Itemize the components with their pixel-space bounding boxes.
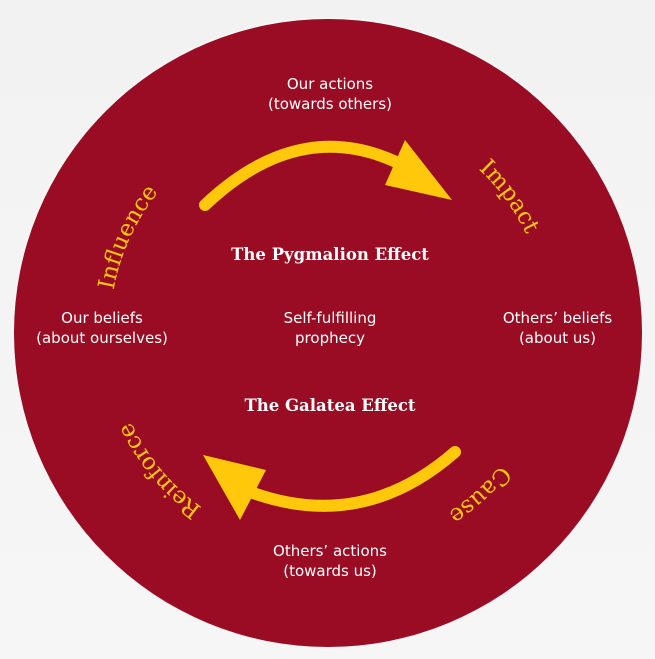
node-self-fulfilling-prophecy: Self-fulfilling prophecy [240, 308, 420, 348]
cycle-circle [14, 19, 642, 647]
node-our-beliefs: Our beliefs (about ourselves) [22, 308, 182, 348]
reinforce-label: Reinforce [113, 419, 206, 524]
top-arrow-head [385, 140, 452, 200]
node-others-actions-line1: Others’ actions [273, 542, 387, 560]
cause-label: Cause [445, 461, 516, 529]
node-center-line2: prophecy [295, 329, 365, 347]
node-others-actions-line2: (towards us) [283, 562, 377, 580]
galatea-effect-title: The Galatea Effect [244, 396, 416, 415]
influence-label: Influence [94, 180, 163, 292]
impact-label: Impact [474, 155, 544, 238]
bottom-arrow-shaft [239, 446, 461, 512]
node-others-actions: Others’ actions (towards us) [230, 541, 430, 581]
node-our-beliefs-line1: Our beliefs [61, 309, 143, 327]
pygmalion-effect-title: The Pygmalion Effect [231, 245, 429, 264]
node-our-actions: Our actions (towards others) [230, 74, 430, 114]
node-others-beliefs-line1: Others’ beliefs [502, 309, 613, 327]
top-arrow-shaft [199, 140, 418, 211]
node-our-beliefs-line2: (about ourselves) [36, 329, 168, 347]
node-others-beliefs-line2: (about us) [518, 329, 597, 347]
node-others-beliefs: Others’ beliefs (about us) [480, 308, 635, 348]
node-center-line1: Self-fulfilling [283, 309, 377, 327]
node-our-actions-line1: Our actions [286, 75, 374, 93]
bottom-arrow-head [203, 455, 266, 520]
node-our-actions-line2: (towards others) [267, 95, 392, 113]
